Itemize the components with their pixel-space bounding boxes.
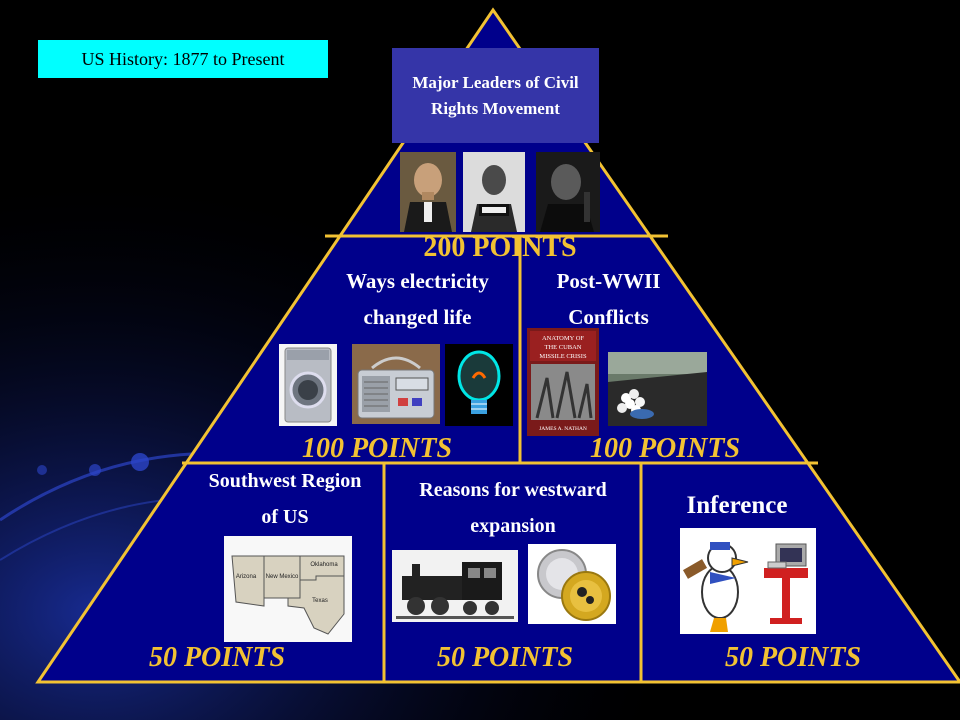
svg-text:THE CUBAN: THE CUBAN <box>544 344 581 351</box>
cuban-missile-crisis-book-image: ANATOMY OF THE CUBAN MISSILE CRISIS JAME… <box>527 328 599 436</box>
steam-locomotive-image <box>392 550 518 622</box>
map-label-texas: Texas <box>312 598 328 604</box>
rosa-parks-mugshot-photo <box>463 152 525 232</box>
thurgood-marshall-photo <box>400 152 456 232</box>
donald-duck-computer-image <box>680 528 816 634</box>
washing-machine-image <box>279 344 337 426</box>
category-electricity[interactable]: Ways electricity changed life <box>346 269 489 329</box>
category-civil-rights-leaders[interactable]: Major Leaders of Civil Rights Movement <box>392 48 599 143</box>
svg-text:MISSILE CRISIS: MISSILE CRISIS <box>539 353 587 360</box>
light-bulb-image <box>445 344 513 426</box>
book-author-text: JAMES A. NATHAN <box>539 426 587 432</box>
book-title-text: ANATOMY OF <box>542 335 584 342</box>
category-post-wwii-conflicts[interactable]: Post-WWII Conflicts <box>556 269 661 329</box>
category-southwest-region[interactable]: Southwest Region of US <box>208 470 362 528</box>
map-label-oklahoma: Oklahoma <box>310 562 338 568</box>
map-label-new-mexico: New Mexico <box>266 574 299 580</box>
martin-luther-king-photo <box>536 152 600 232</box>
memorial-wall-image <box>608 352 707 426</box>
points-100-electricity: 100 POINTS <box>301 433 453 464</box>
southwest-map-image: Arizona New Mexico Oklahoma Texas <box>224 536 352 642</box>
points-100-conflicts: 100 POINTS <box>589 433 741 464</box>
map-label-arizona: Arizona <box>236 574 257 580</box>
points-50-inference: 50 POINTS <box>724 642 862 673</box>
points-50-southwest: 50 POINTS <box>148 642 286 673</box>
radio-image <box>352 344 440 424</box>
points-50-westward: 50 POINTS <box>436 642 574 673</box>
category-westward-expansion[interactable]: Reasons for westward expansion <box>419 479 607 537</box>
category-inference[interactable]: Inference <box>686 492 788 519</box>
course-label: US History: 1877 to Present <box>38 40 328 78</box>
gold-silver-coins-image <box>528 544 616 624</box>
points-200: 200 POINTS <box>423 232 577 263</box>
